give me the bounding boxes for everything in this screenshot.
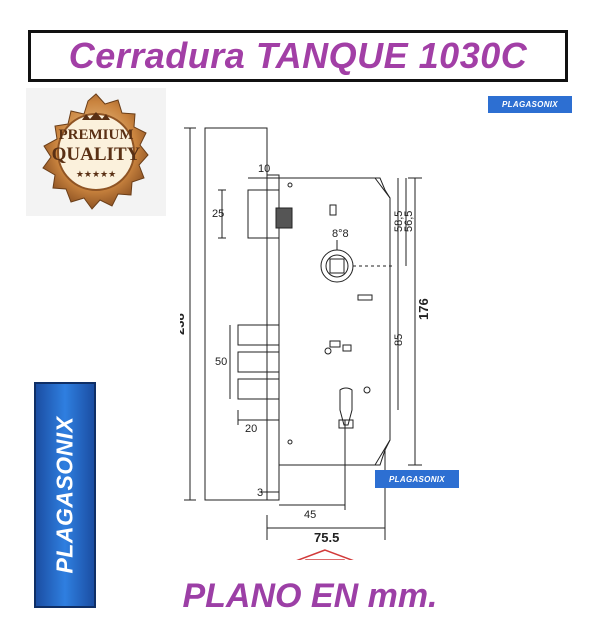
title-box: Cerradura TANQUE 1030C xyxy=(28,30,568,82)
dim-75-5: 75.5 xyxy=(314,530,339,545)
dim-8-8: 8°8 xyxy=(332,228,349,240)
deadbolt-2 xyxy=(237,351,280,373)
cylinder-cutout xyxy=(339,387,353,426)
dim-45: 45 xyxy=(304,509,316,521)
deadbolt-1 xyxy=(237,324,280,346)
dim-20: 20 xyxy=(245,423,257,435)
dim-3: 3 xyxy=(257,487,263,499)
deadbolt-3 xyxy=(237,378,280,400)
red-up-arrow-icon xyxy=(296,549,354,560)
dim-238: 238 xyxy=(180,313,187,335)
badge-stars: ★★★★★ xyxy=(76,170,116,180)
brand-tag-mid: PLAGASONIX xyxy=(375,470,459,488)
dim-25: 25 xyxy=(212,208,224,220)
dim-58-5: 58,5 xyxy=(393,211,405,232)
product-title: Cerradura TANQUE 1030C xyxy=(68,35,528,76)
dim-56-5: 56,5 xyxy=(403,211,415,232)
badge-premium-text: PREMIUM xyxy=(59,127,134,143)
latch-bolt xyxy=(247,189,280,239)
footer-plano-text: PLANO EN mm. xyxy=(182,577,438,615)
badge-quality-text: QUALITY xyxy=(52,144,141,165)
dim-85: 85 xyxy=(393,334,405,346)
faceplate-outline xyxy=(204,127,268,501)
dim-10: 10 xyxy=(258,163,270,175)
lock-case-outline xyxy=(279,177,391,466)
dim-176: 176 xyxy=(416,298,431,320)
vertical-brand-text: PLAGASONIX xyxy=(51,416,78,574)
brand-tag-top: PLAGASONIX xyxy=(488,96,572,113)
dim-50: 50 xyxy=(215,356,227,368)
premium-quality-badge: PREMIUM QUALITY ★★★★★ xyxy=(26,88,166,216)
vertical-brand-banner: PLAGASONIX xyxy=(34,382,96,608)
crown-icon xyxy=(82,112,110,120)
badge-seal-icon: PREMIUM QUALITY ★★★★★ xyxy=(42,93,149,210)
lock-technical-drawing: 10 25 238 50 20 3 45 75.5 176 58,5 56,5 … xyxy=(180,127,431,560)
